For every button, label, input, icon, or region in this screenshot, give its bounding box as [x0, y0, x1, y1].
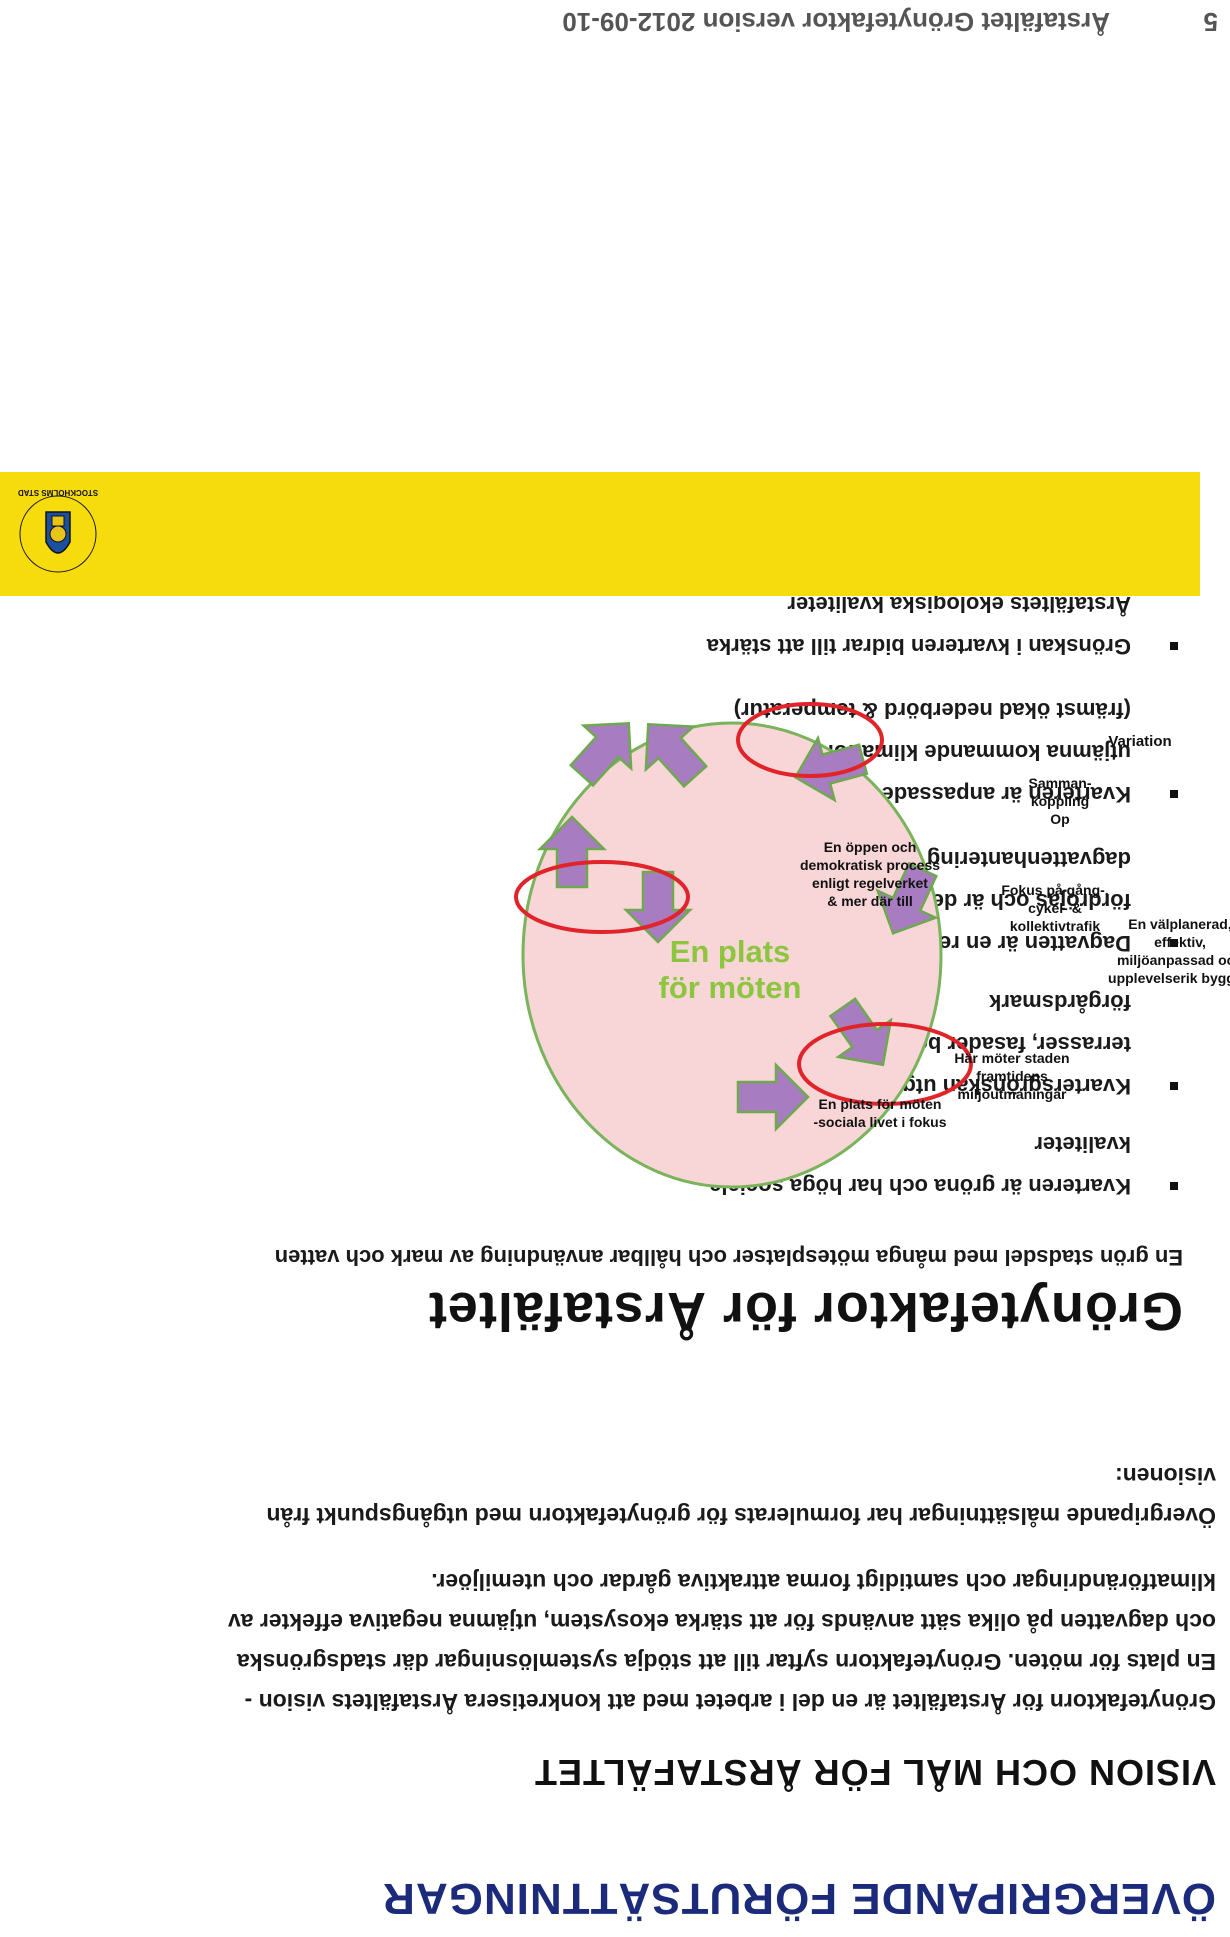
svg-text:-sociala livet i fokus: -sociala livet i fokus	[813, 1114, 946, 1130]
svg-text:En öppen och: En öppen och	[824, 839, 917, 855]
center-line-2: för möten	[659, 970, 802, 1005]
circle-background	[521, 721, 943, 1189]
svg-text:Här möter staden: Här möter staden	[954, 1050, 1069, 1066]
svg-text:En välplanerad,: En välplanerad,	[1128, 916, 1230, 932]
highlight-ring	[514, 860, 690, 934]
footer-text: Årstafältet Grönytefaktor version 2012-0…	[562, 7, 1110, 37]
svg-text:En plats för möten: En plats för möten	[819, 1096, 942, 1112]
svg-text:demokratisk process: demokratisk process	[800, 857, 940, 873]
svg-text:koppling: koppling	[1031, 793, 1089, 809]
center-line-1: En plats	[670, 934, 791, 969]
highlight-ring	[736, 702, 884, 778]
svg-text:STOCKHOLMS STAD: STOCKHOLMS STAD	[18, 488, 98, 497]
svg-text:kollektivtrafik: kollektivtrafik	[1010, 918, 1100, 934]
page-number: 5	[1203, 7, 1218, 37]
svg-text:effektiv,: effektiv,	[1154, 934, 1206, 950]
svg-text:& mer där till: & mer där till	[827, 893, 913, 909]
svg-text:Op: Op	[1050, 811, 1069, 827]
highlight-rings	[514, 702, 973, 1106]
stockholm-logo-icon: STOCKHOLMS STAD	[18, 488, 98, 573]
svg-text:cykel- &: cykel- &	[1028, 900, 1082, 916]
svg-text:miljöutmaningar: miljöutmaningar	[958, 1086, 1067, 1102]
highlight-ring	[797, 1022, 973, 1106]
yellow-banner	[0, 472, 1200, 596]
circle-labels: En plats för möten Variation Samman- kop…	[659, 733, 1230, 1130]
svg-text:enligt regelverket: enligt regelverket	[812, 875, 928, 891]
svg-text:Fokus på gång-,: Fokus på gång-,	[1001, 882, 1108, 898]
label-variation: Variation	[1108, 733, 1171, 750]
svg-text:framtidens: framtidens	[976, 1068, 1048, 1084]
svg-text:upplevelserik byggtid: upplevelserik byggtid	[1108, 970, 1230, 986]
svg-text:Samman-: Samman-	[1028, 775, 1091, 791]
svg-text:miljöanpassad och: miljöanpassad och	[1117, 952, 1230, 968]
